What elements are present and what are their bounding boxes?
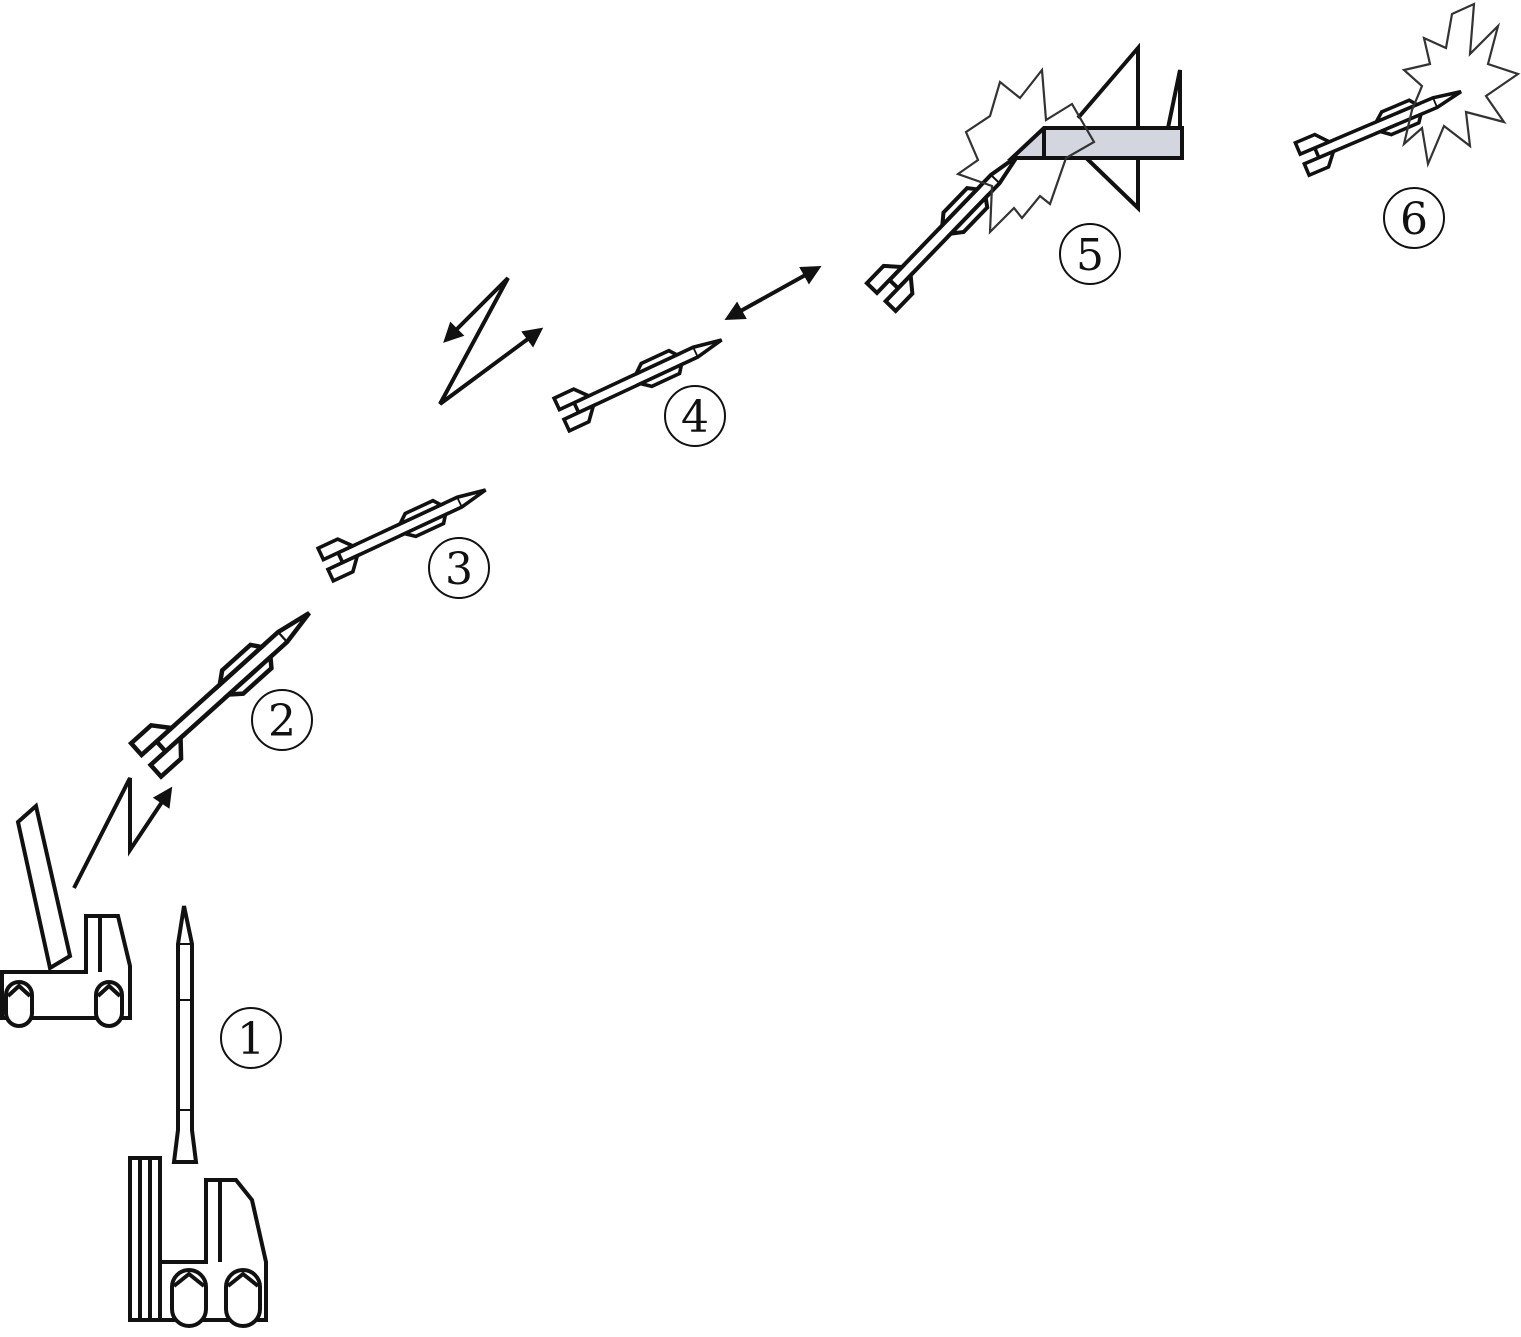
missile-icon bbox=[171, 905, 199, 1164]
explosion-icon bbox=[1401, 2, 1521, 168]
missile-icon bbox=[131, 596, 324, 776]
stage-label: 3 bbox=[428, 537, 490, 599]
svg-text:6: 6 bbox=[1400, 194, 1428, 245]
datalink-arrow-icon bbox=[724, 266, 822, 320]
stage-label: 6 bbox=[1383, 187, 1445, 249]
svg-text:1: 1 bbox=[237, 1014, 265, 1065]
explosion-icon bbox=[955, 67, 1096, 235]
stage-label: 2 bbox=[251, 689, 313, 751]
launcher-vehicle-icon bbox=[128, 905, 268, 1328]
svg-text:5: 5 bbox=[1076, 230, 1104, 281]
radar-vehicle-icon bbox=[0, 802, 132, 1028]
stage-label: 4 bbox=[664, 385, 726, 447]
stage-label: 1 bbox=[220, 1007, 282, 1069]
svg-text:3: 3 bbox=[445, 544, 473, 595]
missile-icon bbox=[1293, 73, 1470, 177]
missile-icon bbox=[864, 140, 1034, 313]
stage-label: 5 bbox=[1059, 223, 1121, 285]
target-aircraft-icon bbox=[1006, 42, 1184, 213]
datalink-arrow-icon bbox=[438, 276, 544, 406]
datalink-arrow-icon bbox=[72, 777, 173, 889]
svg-text:4: 4 bbox=[681, 392, 709, 443]
svg-text:2: 2 bbox=[268, 696, 296, 747]
